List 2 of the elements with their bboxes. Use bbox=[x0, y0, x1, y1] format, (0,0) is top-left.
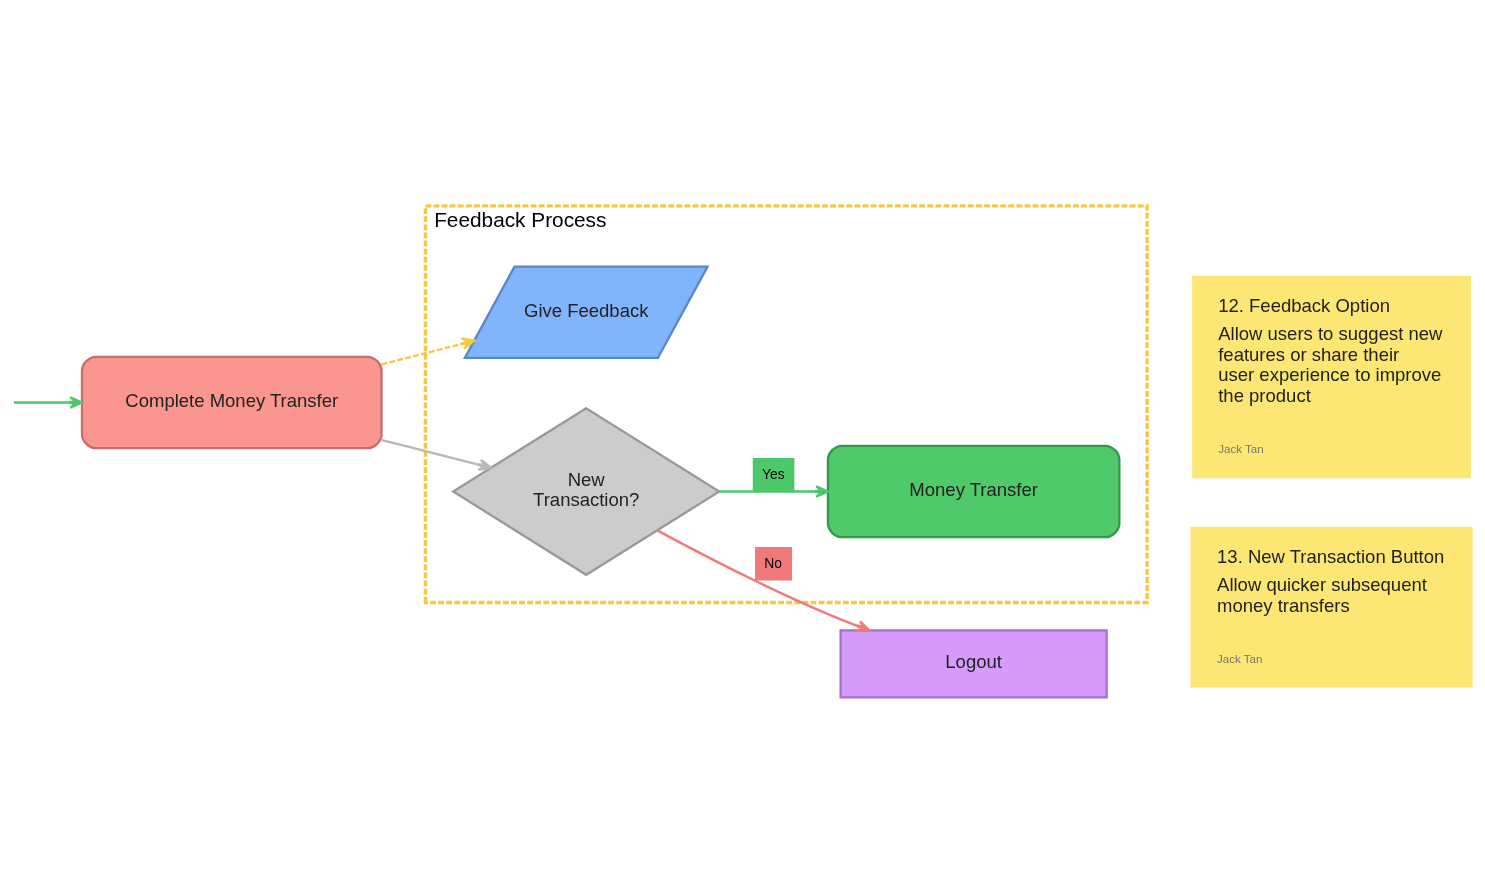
edge-label: Yes bbox=[762, 465, 785, 482]
edge-label: No bbox=[764, 554, 783, 571]
